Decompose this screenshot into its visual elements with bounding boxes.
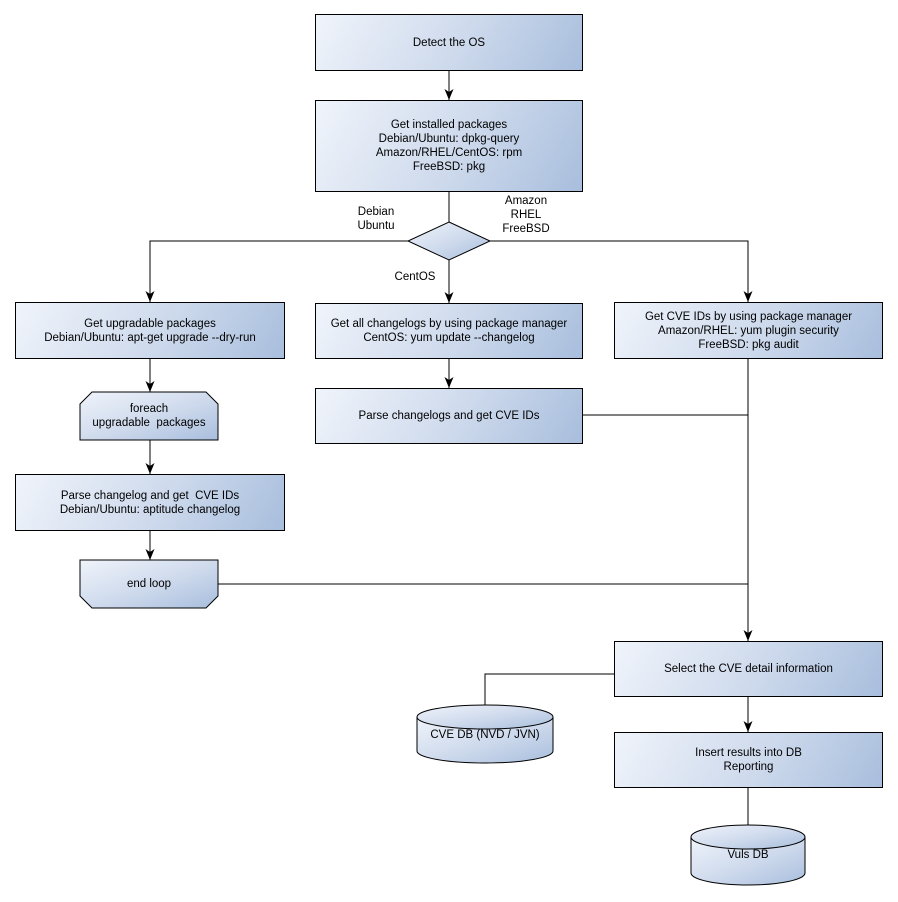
os-decision-diamond xyxy=(406,221,492,261)
node-detect-os: Detect the OS xyxy=(315,14,583,71)
node-parse-changelogs-mid: Parse changelogs and get CVE IDs xyxy=(315,388,583,444)
branch-label-amazon-rhel-freebsd: Amazon RHEL FreeBSD xyxy=(502,195,550,235)
node-get-all-changelogs: Get all changelogs by using package mana… xyxy=(315,303,583,359)
cve-db-cylinder xyxy=(416,704,554,764)
edge-decision-to-upgradable xyxy=(145,240,408,302)
edge-select-to-cvedb xyxy=(484,673,614,706)
node-parse-changelog-left: Parse changelog and get CVE IDs Debian/U… xyxy=(15,474,285,531)
node-get-installed-packages: Get installed packages Debian/Ubuntu: dp… xyxy=(315,100,583,192)
node-insert-results: Insert results into DB Reporting xyxy=(614,732,883,788)
node-get-cve-ids: Get CVE IDs by using package manager Ama… xyxy=(614,302,883,359)
branch-label-centos: CentOS xyxy=(394,271,436,283)
node-select-cve-detail: Select the CVE detail information xyxy=(614,641,883,697)
branch-label-debian-ubuntu: Debian Ubuntu xyxy=(357,206,395,232)
foreach-loop-shape xyxy=(79,391,219,441)
node-get-upgradable-packages: Get upgradable packages Debian/Ubuntu: a… xyxy=(15,302,285,359)
edge-decision-to-cveids xyxy=(490,240,753,302)
end-loop-shape xyxy=(79,559,219,609)
vuls-db-cylinder xyxy=(690,824,806,886)
